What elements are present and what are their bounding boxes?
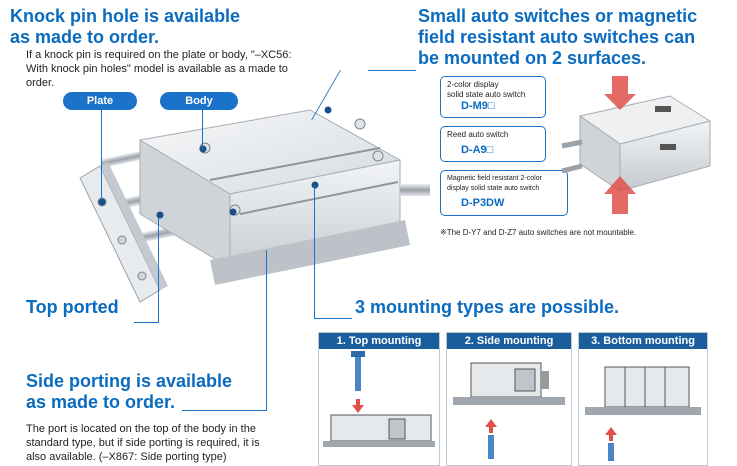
mount-base xyxy=(323,441,435,447)
side-porting-desc-line2: standard type, but if side porting is re… xyxy=(26,437,260,449)
top-mounting-diagram xyxy=(323,351,435,447)
switch-desc: display solid state auto switch xyxy=(447,185,540,192)
auto-switch-title-line2: field resistant auto switches can xyxy=(418,27,696,47)
auto-switch-note: ※The D-Y7 and D-Z7 auto switches are not… xyxy=(440,228,637,237)
auto-switch-marker xyxy=(324,106,332,114)
switch-code: D-A9□ xyxy=(461,144,494,156)
arrow-down xyxy=(352,399,364,413)
side-porting-desc-line3: also available. (–X867: Side porting typ… xyxy=(26,451,227,463)
body-label: Body xyxy=(160,92,238,110)
arrow-up xyxy=(605,427,617,441)
switch-card-p3dw: Magnetic field resistant 2-color display… xyxy=(440,170,568,216)
side-porting-title-line2: as made to order. xyxy=(26,392,176,412)
mounting-marker xyxy=(311,181,319,189)
side-porting-title: Side porting is available as made to ord… xyxy=(26,371,232,413)
plate-hole xyxy=(137,271,147,281)
auto-switch-title-line3: be mounted on 2 surfaces. xyxy=(418,48,647,68)
knock-pin-title-line1: Knock pin hole is available xyxy=(10,6,241,26)
port xyxy=(372,150,384,162)
small-rod xyxy=(561,163,583,174)
switch-slot xyxy=(239,181,399,215)
plate-callout-line xyxy=(101,110,102,200)
side-porting-title-line1: Side porting is available xyxy=(26,371,233,391)
plate-hole xyxy=(117,235,127,245)
auto-switch-title: Small auto switches or magnetic field re… xyxy=(418,6,736,69)
auto-switch-title-line1: Small auto switches or magnetic xyxy=(418,6,698,26)
cylinder-section xyxy=(330,414,432,442)
knock-pin-title: Knock pin hole is available as made to o… xyxy=(10,6,240,48)
mount-label-side: 2. Side mounting xyxy=(447,333,571,349)
knock-pin-desc-line2: With knock pin holes" model is available… xyxy=(26,63,288,75)
knock-pin-desc-line1: If a knock pin is required on the plate … xyxy=(26,49,292,61)
side-porting-callout xyxy=(266,250,267,411)
knock-pin-title-line2: as made to order. xyxy=(10,27,160,47)
switch-desc: solid state auto switch xyxy=(447,90,526,99)
cylinder-illustration xyxy=(79,106,430,303)
switch-mount-illustration xyxy=(561,76,712,214)
top-port-marker xyxy=(156,211,164,219)
bolt xyxy=(608,443,614,461)
body-callout-line xyxy=(202,110,203,150)
piston-rod xyxy=(400,184,430,196)
cylinder-section xyxy=(604,366,690,408)
auto-switch-side xyxy=(660,144,676,150)
auto-switch-top xyxy=(655,106,671,112)
mount-panel-bottom: 3. Bottom mounting xyxy=(578,332,708,466)
switch-code: D-P3DW xyxy=(461,197,505,209)
side-porting-description: The port is located on the top of the bo… xyxy=(26,422,296,464)
body-base xyxy=(210,220,410,285)
plate-label: Plate xyxy=(63,92,137,110)
top-ported-title: Top ported xyxy=(26,297,119,317)
bolt xyxy=(488,435,494,459)
switch-card-a9: Reed auto switch D-A9□ xyxy=(440,126,546,162)
bottom-mounting-diagram xyxy=(585,366,701,461)
switch-desc: Reed auto switch xyxy=(447,130,509,139)
rod xyxy=(541,371,549,389)
mounting-title: 3 mounting types are possible. xyxy=(355,297,620,317)
mount-label-top: 1. Top mounting xyxy=(319,333,439,349)
port xyxy=(354,118,366,130)
knock-pin-description: If a knock pin is required on the plate … xyxy=(26,48,326,90)
switch-slot xyxy=(209,147,381,181)
arrow-up-red xyxy=(604,176,636,214)
bolt-head xyxy=(351,351,365,357)
mount-panel-top: 1. Top mounting xyxy=(318,332,440,466)
knock-pin-desc-line3: order. xyxy=(26,77,55,89)
bolt xyxy=(355,353,361,391)
mounting-callout-h xyxy=(314,318,352,319)
switch-card-m9: 2-color display solid state auto switch … xyxy=(440,76,546,118)
knock-pin-marker xyxy=(199,145,207,153)
switch-desc: 2-color display xyxy=(447,80,499,89)
small-rod xyxy=(561,139,583,149)
plate-edge xyxy=(100,162,168,290)
mount-base xyxy=(453,397,565,405)
plate-marker xyxy=(98,198,106,206)
mount-base xyxy=(585,407,701,415)
piston xyxy=(388,418,406,440)
top-ported-underline xyxy=(134,322,158,323)
switch-callout-h xyxy=(368,70,416,71)
top-ported-callout xyxy=(158,218,159,323)
side-porting-desc-line1: The port is located on the top of the bo… xyxy=(26,423,256,435)
mounting-callout-v xyxy=(314,185,315,318)
piston xyxy=(514,368,536,392)
arrow-down-red xyxy=(604,76,636,110)
mount-panel-side: 2. Side mounting xyxy=(446,332,572,466)
mount-label-bottom: 3. Bottom mounting xyxy=(579,333,707,349)
switch-code: D-M9□ xyxy=(461,100,495,112)
switch-desc: Magnetic field resistant 2-color xyxy=(447,175,542,182)
side-port-marker xyxy=(229,208,237,216)
side-porting-underline xyxy=(182,410,267,411)
arrow-up xyxy=(485,419,497,433)
side-mounting-diagram xyxy=(453,362,565,459)
